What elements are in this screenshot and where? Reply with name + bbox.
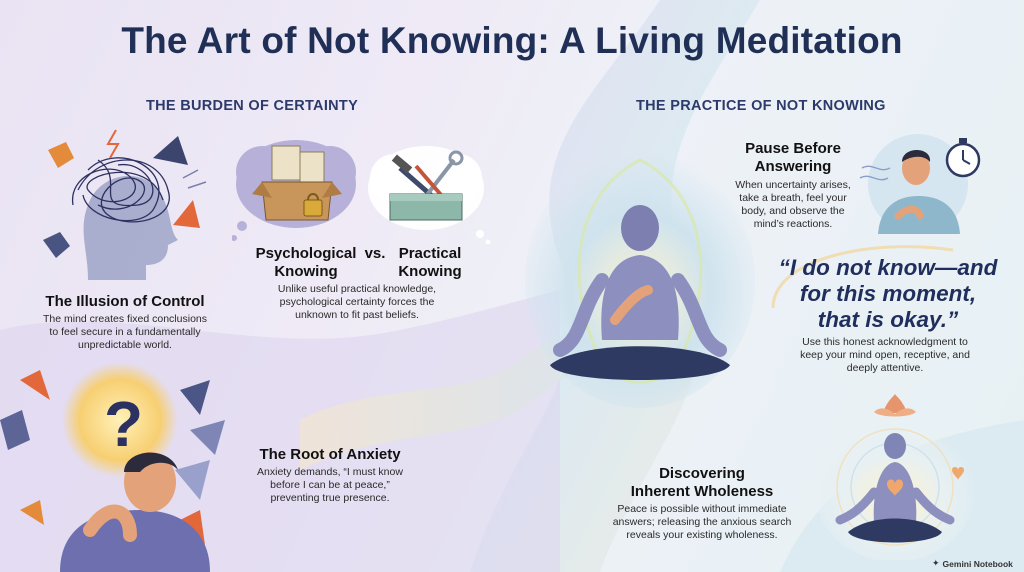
boxed-beliefs-icon: [232, 140, 356, 241]
section-heading-burden: THE BURDEN OF CERTAINTY: [146, 98, 359, 114]
wholeness-title: Discovering Inherent Wholeness: [630, 465, 774, 500]
section-heading-practice: THE PRACTICE OF NOT KNOWING: [636, 98, 886, 114]
toolbox-icon: [368, 146, 491, 244]
knowing-body: Unlike useful practical knowledge, psych…: [277, 283, 437, 321]
sparkle-icon: ✦: [932, 558, 940, 568]
quote-glow-ring: [771, 245, 954, 309]
lotus-heart-figure-icon: [815, 394, 975, 560]
anxious-person-icon: ?: [0, 362, 225, 572]
practical-knowing-title: Practical Knowing: [398, 245, 462, 280]
vs-label: vs.: [364, 245, 386, 262]
meditating-figure-icon: [525, 152, 755, 408]
psychological-knowing-title: Psychological Knowing: [255, 245, 357, 280]
anxiety-body: Anxiety demands, “I must know before I c…: [257, 466, 403, 504]
anxiety-title: The Root of Anxiety: [259, 446, 401, 463]
pause-body: When uncertainty arises, take a breath, …: [735, 179, 851, 230]
svg-text:?: ?: [104, 388, 143, 460]
tangled-mind-icon: [43, 129, 207, 280]
page-title: The Art of Not Knowing: A Living Meditat…: [121, 20, 903, 61]
brand-mark: ✦ Gemini Notebook: [932, 558, 1013, 569]
wholeness-body: Peace is possible without immediate answ…: [612, 503, 792, 541]
illusion-title: The Illusion of Control: [45, 293, 205, 310]
quote-body: Use this honest acknowledgment to keep y…: [800, 336, 970, 374]
quote-text: “I do not know—and for this moment, that…: [778, 255, 998, 332]
pause-title: Pause Before Answering: [745, 140, 841, 175]
brand-label: Gemini Notebook: [942, 558, 1013, 569]
breathing-person-icon: [859, 134, 981, 234]
illusion-body: The mind creates fixed conclusions to fe…: [43, 313, 207, 351]
